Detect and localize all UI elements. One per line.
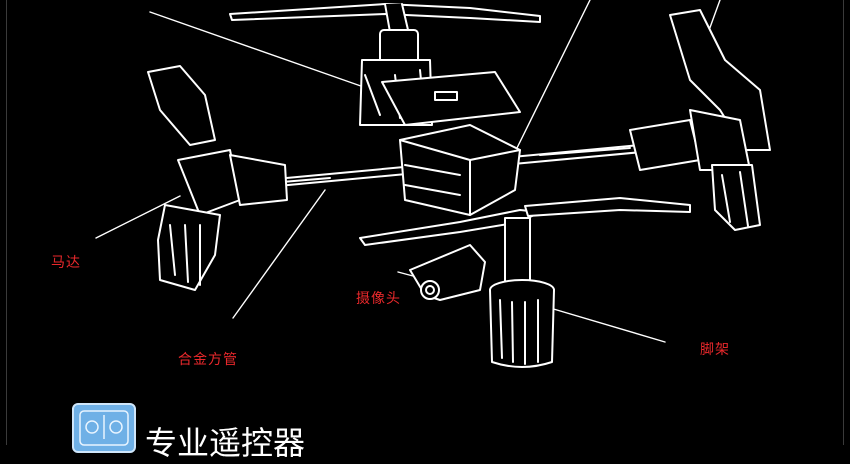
right-rotor bbox=[629, 9, 771, 231]
front-rotor bbox=[359, 197, 691, 286]
diagram-canvas: 马达 合金方管 摄像头 脚架 专业遥控器 bbox=[6, 0, 844, 462]
frame-border bbox=[6, 0, 844, 445]
center-plate bbox=[381, 71, 521, 126]
camera-label: 摄像头 bbox=[356, 291, 401, 307]
footer-title: 专业遥控器 bbox=[145, 424, 306, 462]
motor-label: 马达 bbox=[51, 255, 81, 271]
quadcopter-line-drawing bbox=[95, 0, 771, 368]
alloy-tube-label: 合金方管 bbox=[178, 352, 238, 368]
camera bbox=[409, 244, 486, 301]
landing-leg bbox=[489, 279, 555, 368]
leader-lines bbox=[95, 0, 721, 343]
landing-legs-label: 脚架 bbox=[700, 342, 730, 358]
left-rotor bbox=[147, 65, 288, 291]
remote-controller-icon bbox=[72, 403, 136, 453]
center-body bbox=[399, 124, 521, 216]
